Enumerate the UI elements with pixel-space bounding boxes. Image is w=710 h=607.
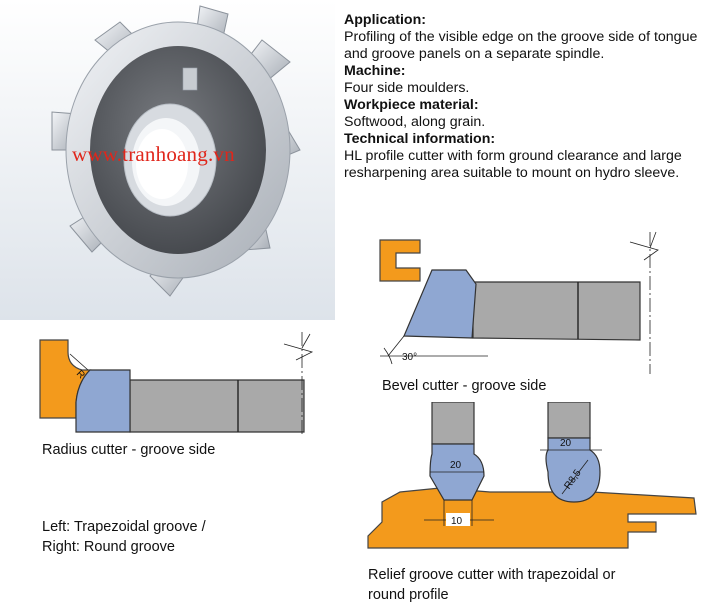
round-width-label: 20 — [560, 438, 572, 449]
application-heading: Application: — [344, 12, 426, 28]
application-text: Profiling of the visible edge on the gro… — [344, 29, 698, 62]
technical-text: HL profile cutter with form ground clear… — [344, 148, 682, 181]
machine-heading: Machine: — [344, 63, 406, 79]
groove-note-line2: Right: Round groove — [42, 539, 175, 555]
cutter-product-photo — [0, 0, 335, 320]
bevel-cutter-caption: Bevel cutter - groove side — [382, 378, 547, 394]
groove-note-line1: Left: Trapezoidal groove / — [42, 519, 206, 535]
technical-heading: Technical information: — [344, 131, 496, 147]
workpiece-text: Softwood, along grain. — [344, 114, 486, 130]
relief-caption-line1: Relief groove cutter with trapezoidal or — [368, 567, 616, 583]
radius-cutter-caption: Radius cutter - groove side — [42, 442, 216, 458]
bevel-angle-label: 30° — [402, 352, 417, 363]
relief-caption-line2: round profile — [368, 587, 449, 603]
watermark-text: www.tranhoang.vn — [72, 142, 235, 166]
relief-groove-cutter-diagram: 20 10 20 R8,5 — [367, 402, 697, 549]
machine-text: Four side moulders. — [344, 80, 470, 96]
radius-cutter-diagram: R — [39, 332, 314, 434]
bevel-cutter-diagram: 30° — [379, 231, 659, 374]
trapezoid-bottom-label: 10 — [451, 516, 463, 527]
workpiece-heading: Workpiece material: — [344, 97, 479, 113]
trapezoid-width-label: 20 — [450, 460, 462, 471]
technical-info-block: Application: Profiling of the visible ed… — [344, 12, 706, 182]
